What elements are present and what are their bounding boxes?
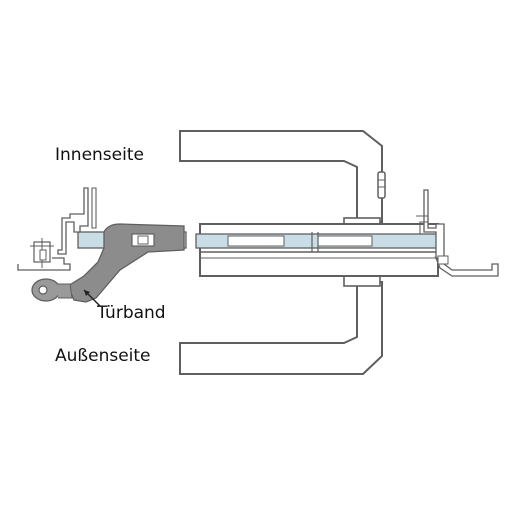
left-frame-profile <box>57 187 89 255</box>
lock-case <box>199 223 439 277</box>
left-wall-bracket <box>17 257 71 271</box>
right-frame-profile <box>423 189 445 259</box>
label-hinge: Türband <box>96 303 166 323</box>
label-outside: Außenseite <box>55 346 151 366</box>
latch-plate <box>434 256 499 277</box>
upper-door-handle <box>179 130 383 223</box>
hinge-body <box>67 223 185 303</box>
lock-knob-icon <box>377 171 386 199</box>
lower-door-handle <box>179 281 383 375</box>
label-inside: Innenseite <box>55 145 144 165</box>
